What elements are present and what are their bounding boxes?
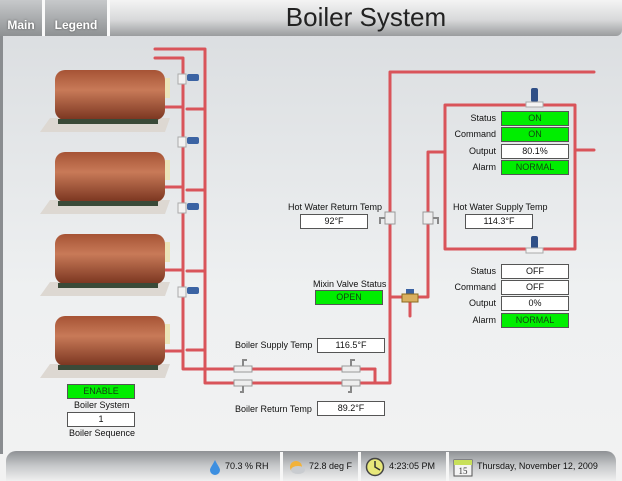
pump2-status-label: Status — [470, 266, 496, 276]
pump2-status-value: OFF — [501, 264, 569, 279]
page-title: Boiler System — [285, 2, 447, 32]
calendar-day: 15 — [459, 466, 469, 476]
pump-2-icon — [177, 136, 199, 148]
time-readout: 4:23:05 PM — [358, 452, 448, 481]
hot-water-supply-label: Hot Water Supply Temp — [453, 202, 548, 212]
humidity-readout: 70.3 % RH — [205, 452, 285, 481]
boiler-system-status[interactable]: ENABLE — [67, 384, 135, 399]
mixing-valve-status[interactable]: OPEN — [315, 290, 383, 305]
pipe-mixing-branch — [388, 150, 447, 299]
hot-water-supply-value: 114.3°F — [465, 214, 533, 229]
pump1-alarm-label: Alarm — [472, 162, 496, 172]
boiler-2-icon — [40, 152, 170, 214]
pump1-output-value: 80.1% — [501, 144, 569, 159]
pump2-output-label: Output — [468, 298, 496, 308]
hot-water-return-value: 92°F — [300, 214, 368, 229]
pump-1-icon — [177, 73, 199, 85]
boiler-sequence-value[interactable]: 1 — [67, 412, 135, 427]
boiler-sequence-label: Boiler Sequence — [69, 428, 136, 438]
pump1-command-label: Command — [454, 129, 496, 139]
pump2-command-label: Command — [454, 282, 496, 292]
mixing-valve-icon — [401, 289, 419, 303]
footer-bar — [6, 451, 616, 481]
boiler-4-icon — [40, 316, 170, 378]
boiler-return-value: 89.2°F — [317, 401, 385, 416]
sensor-boiler-supply-right-icon — [341, 359, 361, 373]
date-value: Thursday, November 12, 2009 — [477, 461, 598, 471]
time-value: 4:23:05 PM — [389, 461, 436, 471]
pipe-boiler-manifold-outer — [153, 47, 596, 385]
pump1-status-value: ON — [501, 111, 569, 126]
pump2-alarm-label: Alarm — [472, 315, 496, 325]
mixing-valve-label: Mixin Valve Status — [313, 279, 387, 289]
weather-partly-cloudy-icon — [290, 460, 305, 474]
sensor-hot-water-return-icon — [379, 211, 396, 225]
sensor-boiler-return-left-icon — [233, 379, 253, 393]
boiler-return-label: Boiler Return Temp — [235, 404, 312, 414]
sensor-boiler-return-right-icon — [341, 379, 361, 393]
clock-icon — [365, 457, 385, 476]
tab-main[interactable]: Main — [0, 0, 45, 36]
pump2-command-value[interactable]: OFF — [501, 280, 569, 295]
loop-pump-2-icon — [525, 236, 544, 254]
boiler-3-icon — [40, 234, 170, 296]
boiler-1-icon — [40, 70, 170, 132]
temperature-readout: 72.8 deg F — [280, 452, 358, 481]
humidity-value: 70.3 % RH — [225, 461, 269, 471]
loop-pump-1-icon — [525, 88, 544, 108]
pump-3-icon — [177, 202, 199, 214]
temperature-value: 72.8 deg F — [309, 461, 353, 471]
pump1-output-label: Output — [468, 146, 496, 156]
pump2-output-value: 0% — [501, 296, 569, 311]
boiler-bank — [40, 70, 170, 378]
sensor-hot-water-supply-icon — [422, 211, 439, 225]
pump2-alarm-value: NORMAL — [501, 313, 569, 328]
tab-legend[interactable]: Legend — [45, 0, 110, 36]
pump1-alarm-value: NORMAL — [501, 160, 569, 175]
sensor-boiler-supply-left-icon — [233, 359, 253, 373]
left-border — [0, 34, 3, 454]
water-drop-icon — [210, 459, 220, 475]
pump1-command-value[interactable]: ON — [501, 127, 569, 142]
date-readout: 15 Thursday, November 12, 2009 — [446, 452, 616, 481]
boiler-system-label: Boiler System — [74, 400, 130, 410]
boiler-supply-value: 116.5°F — [317, 338, 385, 353]
hot-water-return-label: Hot Water Return Temp — [288, 202, 383, 212]
boiler-pumps — [177, 73, 199, 298]
calendar-icon: 15 — [453, 459, 473, 477]
pump1-status-label: Status — [470, 113, 496, 123]
pump-4-icon — [177, 286, 199, 298]
boiler-supply-label: Boiler Supply Temp — [235, 340, 313, 350]
